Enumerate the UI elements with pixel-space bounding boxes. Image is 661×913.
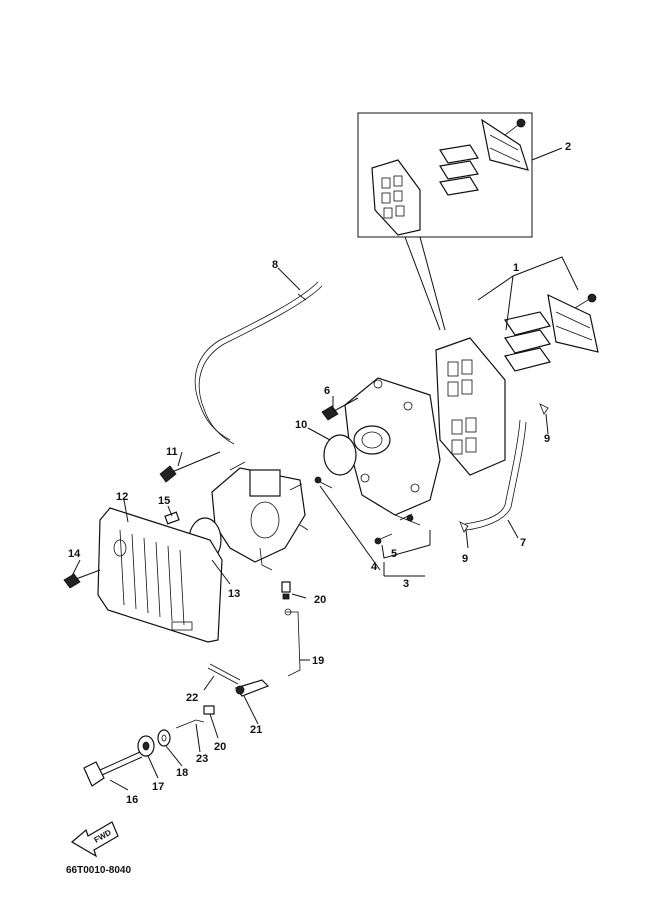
callout-10: 10 [295, 419, 307, 431]
callout-13: 13 [228, 588, 240, 600]
callout-labels: 1 2 3 4 5 6 7 8 9 9 10 11 12 13 14 15 16… [68, 141, 571, 806]
callout-16: 16 [126, 794, 138, 806]
callout-12: 12 [116, 491, 128, 503]
callout-22: 22 [186, 692, 198, 704]
hose-8 [194, 281, 323, 445]
leader-lines [71, 267, 549, 791]
gasket-10 [323, 434, 357, 476]
reed-valve-assembly [435, 293, 599, 476]
clip-20-upper [281, 581, 291, 600]
figure-code: 66T0010-8040 [66, 865, 131, 876]
callout-20-lower: 20 [214, 741, 226, 753]
stud-5 [314, 476, 333, 489]
washer-18 [157, 729, 171, 747]
choke-knob-16 [83, 751, 143, 787]
callout-8: 8 [272, 259, 278, 271]
callout-2: 2 [565, 141, 571, 153]
reed-valve-detail-inset [357, 112, 563, 238]
intake-manifold [344, 377, 441, 526]
choke-lever-21 [235, 679, 270, 697]
rod-23 [175, 719, 205, 729]
pin-22 [207, 663, 241, 685]
rod-19 [284, 608, 301, 677]
hose-7 [464, 419, 527, 531]
clip-9-upper [539, 403, 549, 415]
callout-19: 19 [312, 655, 324, 667]
callout-6: 6 [324, 385, 330, 397]
callout-4: 4 [371, 561, 378, 573]
callout-3: 3 [403, 578, 409, 590]
callout-17: 17 [152, 781, 164, 793]
callout-21: 21 [250, 724, 262, 736]
callout-9-lower: 9 [462, 553, 468, 565]
carburetor [211, 461, 309, 571]
callout-5: 5 [391, 548, 397, 560]
forward-direction-arrow: FWD [70, 821, 119, 858]
nut-17 [137, 735, 155, 757]
clip-20-lower [203, 705, 215, 715]
callout-1: 1 [513, 262, 519, 274]
callout-9-upper: 9 [544, 433, 550, 445]
dowel-15 [164, 511, 180, 525]
bolt-6 [321, 397, 359, 421]
clip-9-lower [459, 521, 469, 533]
callout-18: 18 [176, 767, 188, 779]
bolt-14 [63, 569, 101, 589]
callout-20-upper: 20 [314, 594, 326, 606]
bolt-4 [374, 513, 414, 545]
callout-14: 14 [68, 548, 81, 560]
callout-7: 7 [520, 537, 526, 549]
callout-23: 23 [196, 753, 208, 765]
bolt-11 [159, 451, 221, 483]
callout-11: 11 [166, 446, 178, 458]
intake-silencer [97, 507, 223, 643]
callout-15: 15 [158, 495, 170, 507]
